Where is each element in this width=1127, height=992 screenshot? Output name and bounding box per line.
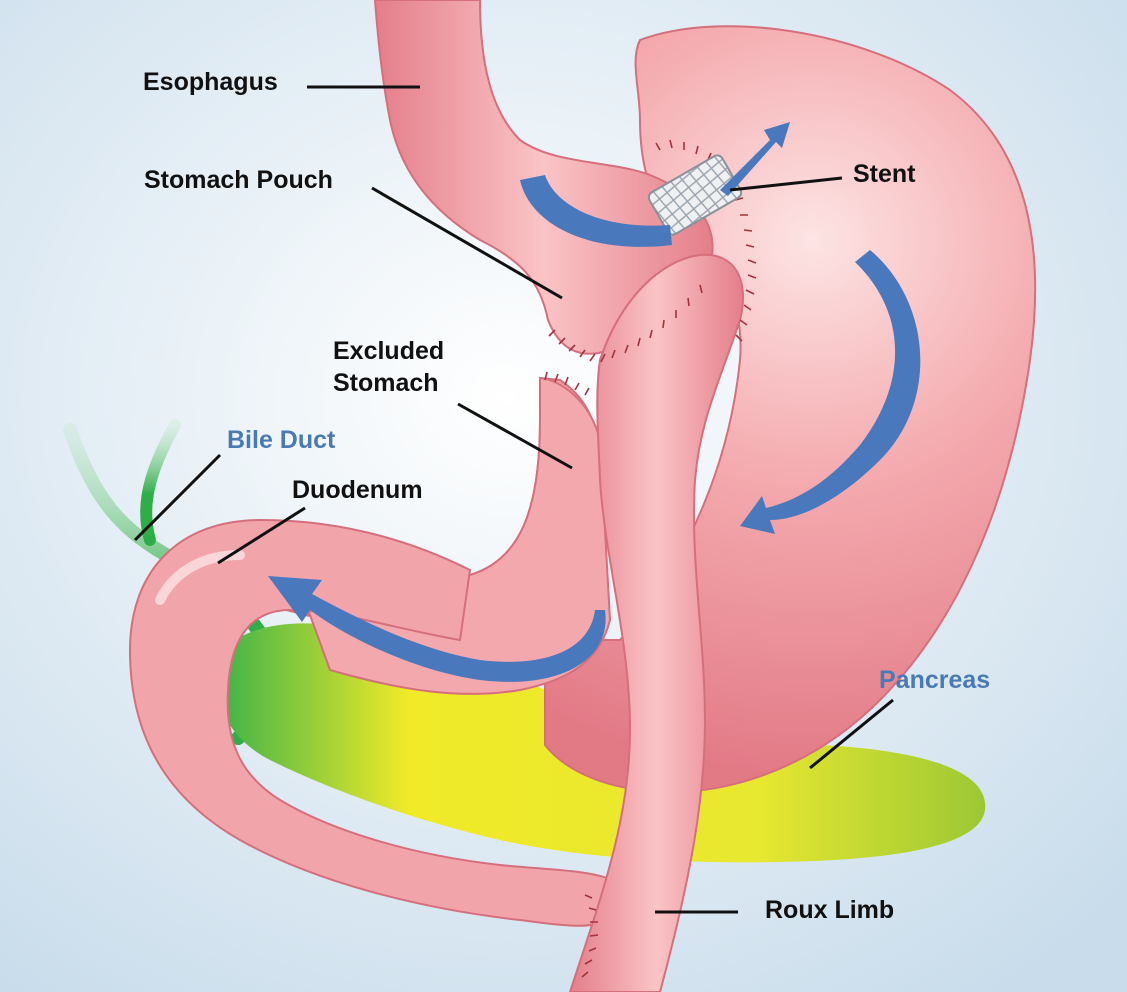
excluded-stomach-label-line2: Stomach bbox=[333, 369, 439, 397]
pancreas-label: Pancreas bbox=[879, 666, 991, 694]
stent bbox=[647, 154, 743, 236]
flow-arrows bbox=[268, 122, 921, 682]
roux-limb bbox=[568, 253, 745, 992]
duodenum-label: Duodenum bbox=[292, 476, 423, 504]
roux-limb-label: Roux Limb bbox=[765, 896, 895, 924]
bile-duct-label: Bile Duct bbox=[227, 426, 336, 454]
excluded-stomach-label-line1: Excluded bbox=[333, 337, 445, 365]
stent-label: Stent bbox=[853, 160, 916, 188]
esophagus-label: Esophagus bbox=[143, 68, 278, 96]
stomach-pouch-label: Stomach Pouch bbox=[144, 166, 333, 194]
staple-lines bbox=[544, 139, 757, 978]
duodenum bbox=[128, 518, 614, 927]
leader-lines bbox=[133, 85, 894, 914]
